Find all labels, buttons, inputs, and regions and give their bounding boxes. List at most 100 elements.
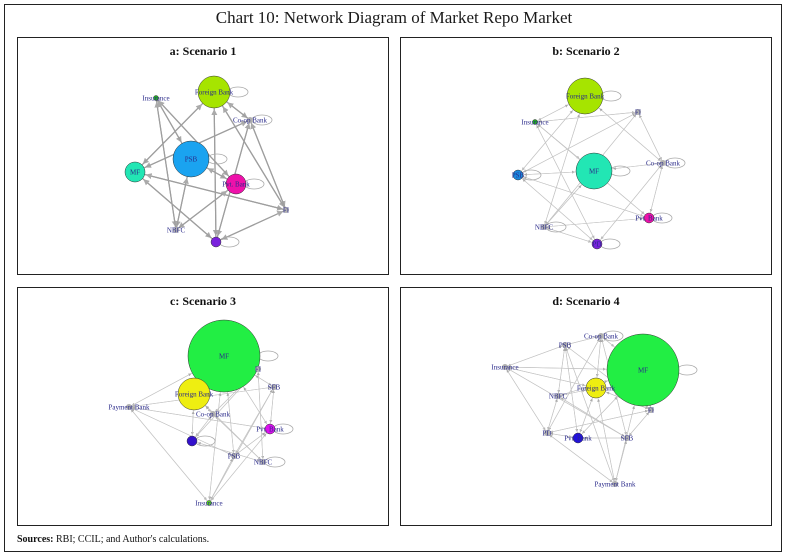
edge <box>596 165 662 245</box>
node-foreign-bank: Foreign Bank <box>566 77 622 115</box>
node-circle <box>591 238 603 250</box>
node-label: Co-op Bank <box>196 411 231 419</box>
node-label: Insurance <box>521 119 548 127</box>
edge <box>523 176 650 219</box>
node-circle <box>186 435 198 447</box>
node-pd <box>186 435 216 447</box>
node-label: Pvt. Bank <box>256 426 284 434</box>
chart-frame <box>4 4 782 552</box>
self-loop <box>676 364 698 376</box>
node-circle <box>206 500 212 506</box>
node-foreign-bank: Foreign Bank <box>577 377 616 399</box>
node-label: Foreign Bank <box>577 385 616 393</box>
node-mf: MF <box>187 319 279 393</box>
node-label: FI <box>635 109 642 117</box>
edge <box>507 368 628 439</box>
node-hub <box>173 227 179 233</box>
edge <box>626 412 650 439</box>
node-mf: MF <box>124 161 146 183</box>
edge <box>543 217 644 228</box>
node-hub <box>624 435 630 441</box>
self-loop <box>609 165 631 177</box>
node-psb: PSB <box>228 453 241 461</box>
edge <box>639 114 664 164</box>
edge <box>131 407 235 457</box>
node-circle <box>187 319 261 393</box>
sources-label: Sources: <box>17 534 54 545</box>
node-co-op-bank: Co-op Bank <box>584 330 624 342</box>
node-payment-bank: Payment Bank <box>108 404 150 412</box>
edge <box>208 433 267 504</box>
node-label: PSB <box>185 156 198 164</box>
node-circle <box>572 432 584 444</box>
node-label: PSB <box>228 453 241 461</box>
node-circle <box>532 119 538 125</box>
edge <box>208 389 273 504</box>
edge <box>256 371 264 463</box>
node-hub <box>598 333 604 339</box>
edge <box>534 104 569 123</box>
node-insurance: Insurance <box>195 500 222 508</box>
node-circle <box>172 140 210 178</box>
node-pvt-bank: Pvt. Bank <box>256 423 294 435</box>
edge <box>507 366 597 389</box>
self-loop <box>194 435 216 447</box>
edge <box>565 347 616 485</box>
edge <box>546 227 598 245</box>
chart-title: Chart 10: Network Diagram of Market Repo… <box>215 8 573 27</box>
node-nbfc: NBFC <box>535 221 567 233</box>
node-label: SFB <box>268 384 281 392</box>
node-nbfc: NBFC <box>549 393 568 401</box>
node-co-op-bank: Co-op Bank <box>196 411 231 419</box>
panel-title: d: Scenario 4 <box>552 294 620 308</box>
node-label: NBFC <box>549 393 568 401</box>
node-circle <box>153 95 159 101</box>
edge <box>538 111 639 123</box>
node-sfb: SFB <box>268 384 281 392</box>
edge <box>599 108 664 164</box>
edge <box>536 124 598 245</box>
node-hub <box>555 393 561 399</box>
edge <box>564 347 579 439</box>
edge <box>560 397 628 439</box>
edges <box>504 335 653 485</box>
node-psb: PSB <box>559 342 572 350</box>
edge <box>233 432 266 457</box>
node-label: Payment Bank <box>108 404 150 412</box>
node-nbfc: NBFC <box>254 456 286 468</box>
node-insurance: Insurance <box>142 95 169 103</box>
edge <box>648 165 663 219</box>
edge <box>577 398 593 439</box>
node-hub <box>648 407 654 413</box>
node-fi: FI <box>648 407 655 415</box>
edge <box>522 178 598 245</box>
edge <box>557 347 566 397</box>
node-label: SFB <box>621 435 634 443</box>
edge <box>250 122 287 211</box>
node-hub <box>544 430 550 436</box>
node-circle <box>585 377 607 399</box>
node-label: MF <box>589 168 599 176</box>
node-hub <box>271 384 277 390</box>
node-hub <box>612 481 618 487</box>
edge <box>130 409 210 504</box>
edge <box>614 440 627 485</box>
node-circle <box>225 173 247 195</box>
edge <box>214 415 264 463</box>
node-label: Pvt. Bank <box>635 215 663 223</box>
edge <box>142 178 217 243</box>
edge <box>549 434 616 485</box>
node-co-op-bank: Co-op Bank <box>646 157 686 169</box>
edge <box>564 336 599 346</box>
edge <box>504 345 563 368</box>
node-hub <box>126 404 132 410</box>
node-label: NBFC <box>254 459 273 467</box>
node-circle <box>210 236 222 248</box>
node-nbfc: NBFC <box>167 227 186 235</box>
